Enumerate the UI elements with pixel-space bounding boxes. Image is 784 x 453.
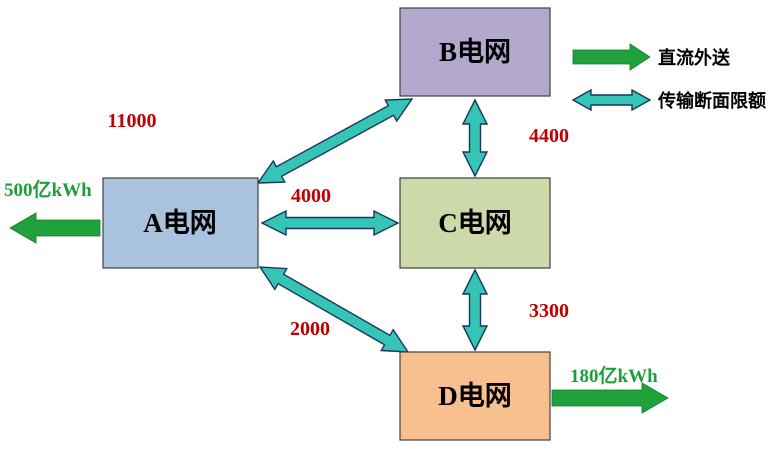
legend-transmission-limit-arrow-icon bbox=[571, 88, 652, 112]
node-label-c: C电网 bbox=[438, 208, 512, 238]
double-arrow-a-d bbox=[258, 266, 410, 353]
legend-dc-export-arrow-icon bbox=[572, 43, 651, 71]
legend-dc-export-label: 直流外送 bbox=[658, 47, 731, 68]
node-box-c bbox=[399, 177, 551, 269]
double-arrow-a-c bbox=[260, 209, 400, 237]
node-label-b: B电网 bbox=[439, 37, 511, 67]
export-label-d: 180亿kWh bbox=[570, 364, 658, 387]
double-arrow-a-b bbox=[256, 98, 414, 184]
node-box-b bbox=[399, 7, 551, 97]
limit-label-a-d: 2000 bbox=[290, 318, 330, 340]
limit-label-a-b: 11000 bbox=[108, 110, 157, 132]
double-arrow-c-d bbox=[461, 268, 489, 352]
node-box-a bbox=[102, 177, 259, 269]
legend-transmission-limit-label: 传输断面限额 bbox=[657, 90, 766, 111]
limit-label-b-c: 4400 bbox=[529, 125, 569, 147]
limit-label-c-d: 3300 bbox=[529, 300, 569, 322]
double-arrow-b-c bbox=[461, 98, 489, 178]
export-arrow-d bbox=[551, 382, 669, 414]
export-arrow-a bbox=[9, 212, 101, 244]
node-label-a: A电网 bbox=[143, 208, 217, 238]
node-box-d bbox=[399, 351, 551, 441]
legend: 直流外送 传输断面限额 bbox=[571, 43, 766, 112]
export-label-a: 500亿kWh bbox=[4, 178, 92, 201]
node-label-d: D电网 bbox=[438, 381, 512, 411]
limit-label-a-c: 4000 bbox=[291, 185, 331, 207]
